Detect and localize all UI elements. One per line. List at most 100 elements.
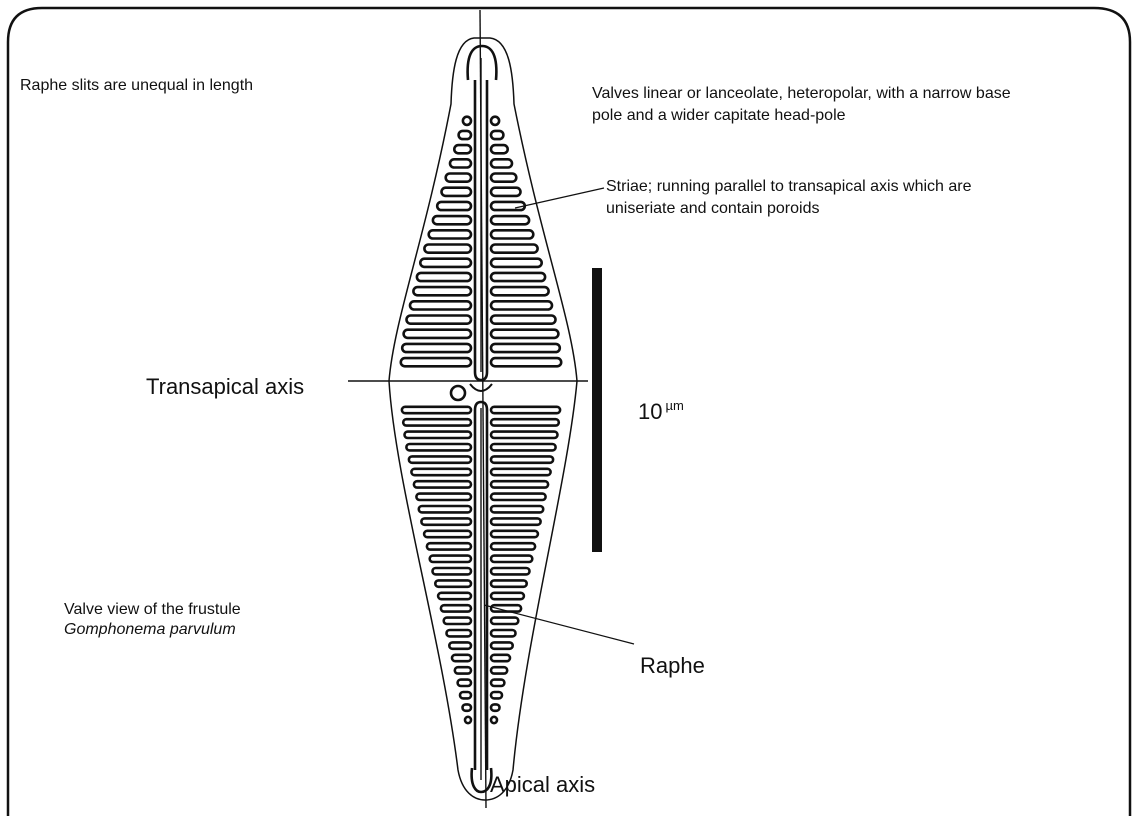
stria [450,159,471,167]
stria [424,531,471,537]
apical-axis-label: Apical axis [490,771,595,799]
stria [491,655,510,661]
stria [491,531,538,537]
scale-unit: µm [665,398,683,413]
stria [404,330,471,338]
stria [463,704,472,710]
stria [410,301,471,309]
stria [491,145,508,153]
stria [446,174,471,182]
stria [491,245,538,253]
stria [491,580,527,586]
striae-description-line-2: uniseriate and contain poroids [606,199,819,219]
diagram-frame [8,8,1130,816]
stria [491,618,518,624]
stria [491,432,558,438]
stria [459,131,471,139]
stria [491,469,551,475]
stria [491,259,542,267]
stria [437,202,471,210]
valve-view-caption: Valve view of the frustule [64,600,241,620]
stigma [451,386,465,400]
stria [491,680,504,686]
striae-description-line-1: Striae; running parallel to transapical … [606,177,972,197]
stria [414,481,471,487]
transapical-axis-label: Transapical axis [146,373,304,401]
raphe-label: Raphe [640,652,705,680]
stria [491,642,513,648]
stria [491,316,556,324]
stria [491,287,549,295]
stria [491,506,543,512]
stria [491,556,532,562]
valves-description-line-2: pole and a wider capitate head-pole [592,106,846,126]
stria [433,568,472,574]
raphe-slits-note: Raphe slits are unequal in length [20,76,253,96]
scale-value: 10 [638,399,662,424]
stria [491,444,556,450]
stria [403,419,471,425]
valves-description-line-1: Valves linear or lanceolate, heteropolar… [592,84,1011,104]
stria [491,117,499,125]
stria [491,692,502,698]
stria [447,630,472,636]
stria [491,159,512,167]
stria [465,717,471,723]
stria [442,188,472,196]
stria [491,216,529,224]
stria [491,543,535,549]
stria [402,407,471,413]
stria [491,202,525,210]
stria [460,692,471,698]
stria [491,593,524,599]
stria [491,456,553,462]
stria [444,618,471,624]
stria [419,506,471,512]
stria [402,344,471,352]
stria [491,407,560,413]
stria [411,469,471,475]
stria [491,704,500,710]
stria [454,145,471,153]
stria [452,655,471,661]
stria [491,630,516,636]
stria [491,481,548,487]
stria [491,330,558,338]
striae-leader-line [515,188,604,208]
stria [417,273,471,281]
stria [491,131,503,139]
stria [491,188,521,196]
stria [458,680,471,686]
stria [449,642,471,648]
stria [407,316,472,324]
stria [405,432,472,438]
stria [455,667,471,673]
stria [421,518,471,524]
stria [413,287,471,295]
stria [420,259,471,267]
stria [491,419,559,425]
stria [491,273,545,281]
stria [491,230,533,238]
species-name: Gomphonema parvulum [64,620,236,640]
stria [406,444,471,450]
stria [433,216,471,224]
stria [491,344,560,352]
stria [463,117,471,125]
stria [491,667,507,673]
stria [441,605,471,611]
stria [491,568,530,574]
head-pole-loop [468,46,497,80]
stria [491,358,561,366]
stria [491,518,541,524]
stria [409,456,471,462]
stria [491,174,516,182]
stria [424,245,471,253]
stria [401,358,471,366]
stria [435,580,471,586]
stria [491,717,497,723]
stria [438,593,471,599]
stria [429,230,471,238]
